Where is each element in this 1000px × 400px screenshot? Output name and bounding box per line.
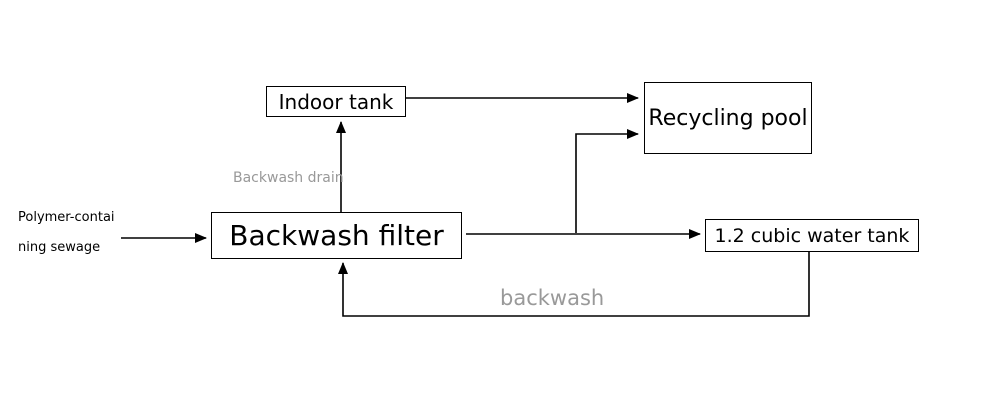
backwash-return-label: backwash [500, 286, 605, 310]
recycling-pool-node: Recycling pool [644, 82, 812, 154]
sewage-label-line-2: ning sewage [18, 240, 101, 255]
arrow-branch-to-recycling-pool [575, 129, 639, 233]
water-tank-label: 1.2 cubic water tank [714, 224, 910, 247]
backwash-drain-label: Backwash drain [233, 170, 344, 186]
backwash-filter-node: Backwash filter [211, 212, 462, 259]
indoor-tank-node: Indoor tank [266, 86, 406, 117]
backwash-filter-label: Backwash filter [229, 219, 444, 252]
water-tank-node: 1.2 cubic water tank [705, 219, 919, 252]
arrow-backwash-return [338, 252, 810, 317]
sewage-label-line-1: Polymer-contai [18, 210, 115, 225]
recycling-pool-label: Recycling pool [648, 105, 808, 131]
indoor-tank-label: Indoor tank [278, 89, 394, 114]
